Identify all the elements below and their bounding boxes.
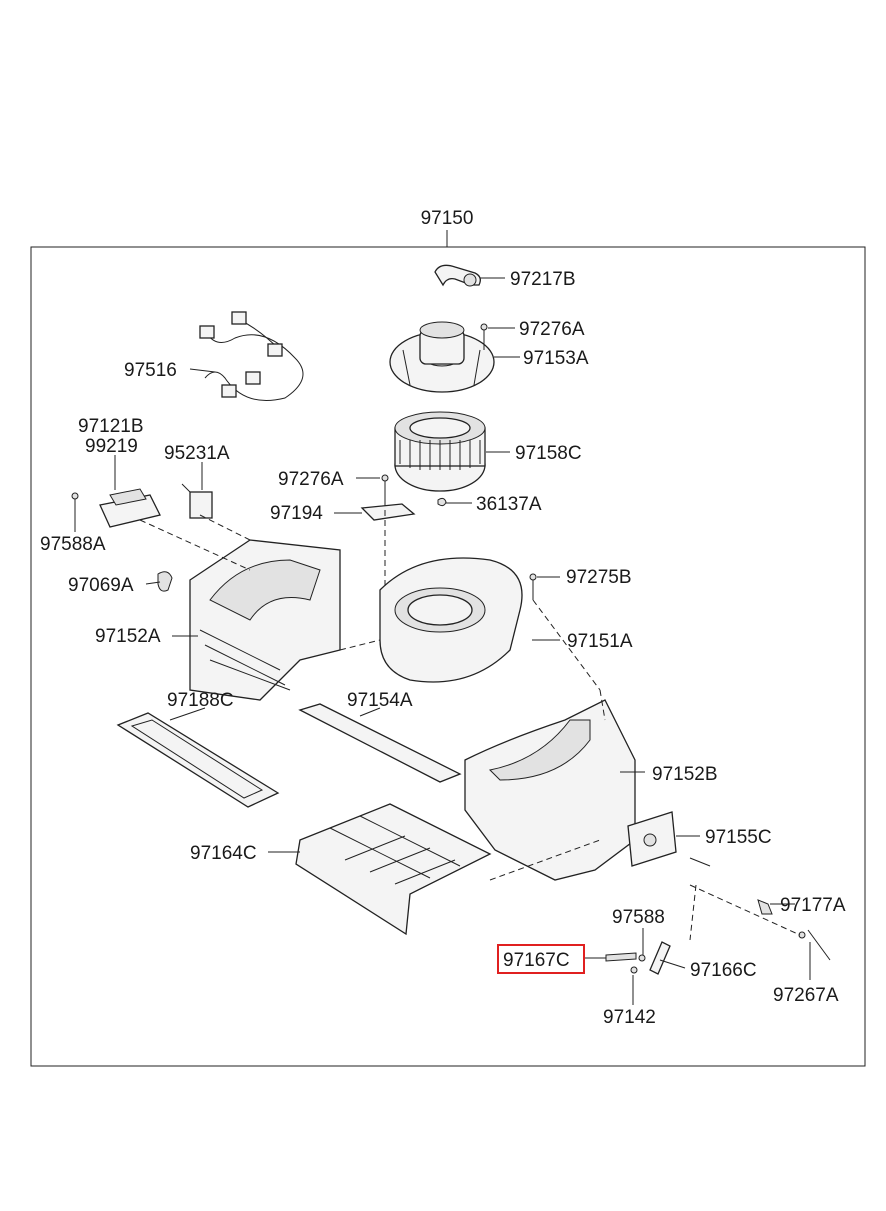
highlight-box	[497, 944, 585, 974]
label-97588: 97588	[612, 907, 665, 928]
screw-right-drawing	[529, 573, 537, 600]
label-97188C: 97188C	[167, 690, 234, 711]
screw-top-drawing	[480, 323, 488, 350]
seal-drawing	[116, 712, 280, 808]
relay-drawing	[181, 483, 213, 519]
case-left-drawing	[189, 539, 341, 701]
screw-mid-drawing	[381, 474, 389, 500]
assembly-guide-lines	[139, 500, 801, 941]
leader-lines	[74, 277, 811, 1005]
label-97155C: 97155C	[705, 827, 772, 848]
blower-motor-drawing	[389, 321, 495, 393]
label-97069A: 97069A	[68, 575, 134, 596]
label-97164C: 97164C	[190, 843, 257, 864]
label-97158C: 97158C	[515, 443, 582, 464]
label-97142: 97142	[603, 1007, 656, 1028]
assembly-frame	[30, 246, 866, 1067]
door-drawing	[298, 703, 462, 783]
label-99219: 99219	[85, 436, 138, 457]
label-97167C[interactable]: 97167C	[503, 950, 570, 971]
label-97276A-mid: 97276A	[278, 469, 344, 490]
filter-case-drawing	[295, 803, 492, 936]
clip-left-drawing	[157, 571, 173, 592]
wiring-harness-drawing	[199, 311, 304, 401]
resistor-drawing	[99, 488, 161, 528]
screw-left-drawing	[71, 492, 79, 520]
label-97151A: 97151A	[567, 631, 633, 652]
label-97588A: 97588A	[40, 534, 106, 555]
label-97153A: 97153A	[523, 348, 589, 369]
label-97194: 97194	[270, 503, 323, 524]
scroll-housing-drawing	[379, 557, 523, 683]
label-97166C: 97166C	[690, 960, 757, 981]
label-97152B: 97152B	[652, 764, 718, 785]
label-97154A: 97154A	[347, 690, 413, 711]
clip-drawing	[437, 497, 447, 507]
label-97152A: 97152A	[95, 626, 161, 647]
label-97121B: 97121B	[78, 416, 144, 437]
bracket-drawing	[360, 503, 416, 521]
lever-group-drawing	[605, 941, 671, 975]
blower-fan-drawing	[394, 411, 486, 492]
label-36137A: 36137A	[476, 494, 542, 515]
link-rod-drawing	[757, 899, 831, 961]
label-95231A: 95231A	[164, 443, 230, 464]
case-right-drawing	[464, 699, 636, 881]
actuator-drawing	[627, 811, 711, 867]
label-97217B: 97217B	[510, 269, 576, 290]
label-97275B: 97275B	[566, 567, 632, 588]
assembly-label: 97150	[421, 208, 474, 229]
label-97516: 97516	[124, 360, 177, 381]
label-97177A: 97177A	[780, 895, 846, 916]
label-97276A-top: 97276A	[519, 319, 585, 340]
label-97267A: 97267A	[773, 985, 839, 1006]
elbow-hose-drawing	[434, 264, 481, 287]
